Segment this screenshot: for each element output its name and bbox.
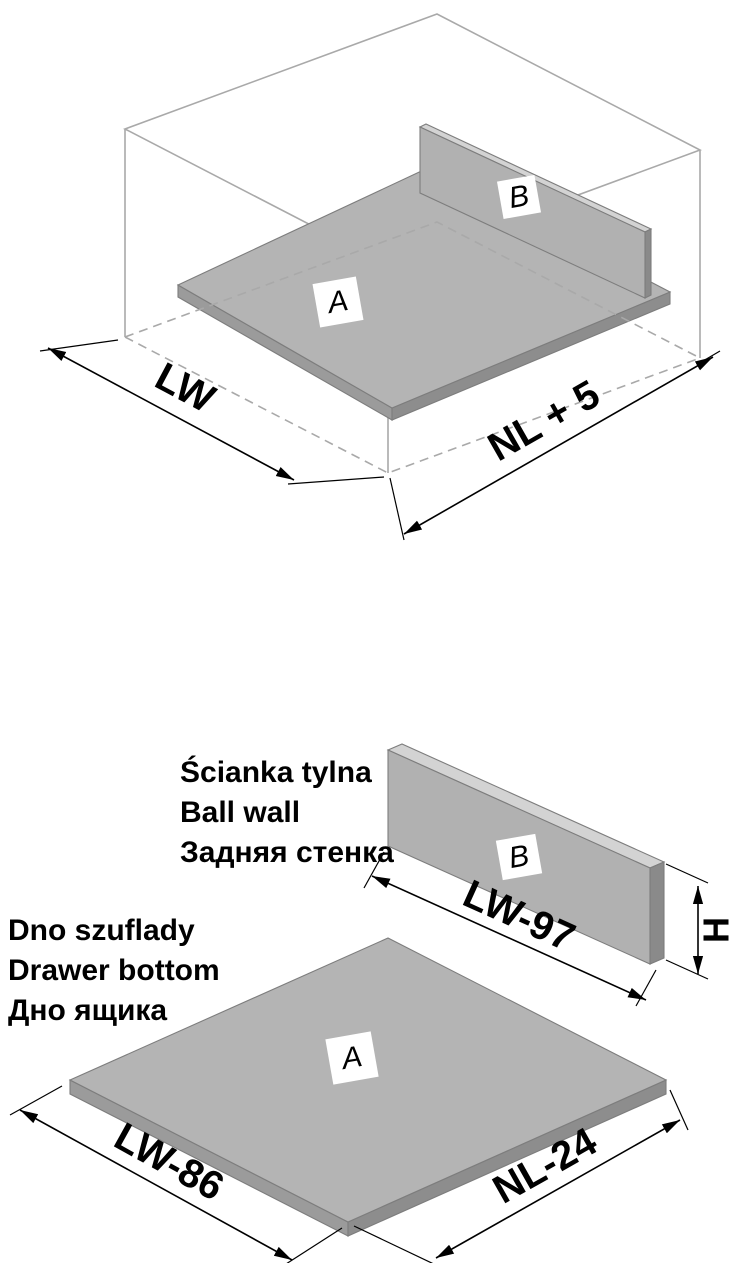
lw86-extension-right xyxy=(286,1227,343,1263)
h-extension-bottom xyxy=(665,959,709,980)
lw-extension-right xyxy=(287,476,385,485)
nl24-extension-right xyxy=(669,1089,689,1131)
cabinet-outline xyxy=(123,13,702,473)
part-b-parts-tag-box xyxy=(495,833,543,881)
back-wall-caption-pl: Ścianka tylna xyxy=(180,755,372,789)
parts-view: Ścianka tylna Ball wall Задняя стенка Dn… xyxy=(8,743,737,1263)
back-wall-caption-en: Ball wall xyxy=(180,796,300,829)
drawer-bottom-caption-pl: Dno szuflady xyxy=(8,914,195,947)
part-a-tag: A xyxy=(312,276,364,328)
part-a-parts-tag: A xyxy=(325,1031,379,1085)
part-b-right-edge xyxy=(649,861,665,965)
lw-dimension-line xyxy=(47,347,295,481)
back-wall-caption-ru: Задняя стенка xyxy=(180,836,394,869)
nl5-dimension-label: NL + 5 xyxy=(481,372,607,470)
part-a-tag-box xyxy=(312,276,364,328)
drawer-bottom-top-face xyxy=(176,166,672,409)
part-b-tag-box xyxy=(496,174,542,220)
nl5-extension-right xyxy=(702,350,721,362)
assembly-view: A B LW NL + 5 xyxy=(39,13,721,541)
drawer-bottom-caption-ru: Дно ящика xyxy=(8,994,167,1027)
nl24-dimension-line xyxy=(435,1119,681,1259)
nl5-extension-left xyxy=(389,477,405,541)
h-dimension-label: H xyxy=(696,917,737,943)
nl24-extension-left xyxy=(353,1225,434,1263)
h-extension-top xyxy=(665,863,709,884)
lw97-extension-left xyxy=(363,851,385,889)
lw86-extension-left xyxy=(9,1085,63,1116)
part-b-parts-tag: B xyxy=(495,833,543,881)
nl5-dimension-line xyxy=(403,356,714,535)
lw86-dimension-line xyxy=(19,1109,293,1261)
part-b-tag: B xyxy=(496,174,542,220)
lw97-extension-right xyxy=(635,969,657,1007)
part-a-parts-tag-box xyxy=(325,1031,379,1085)
drawer-bottom-caption-en: Drawer bottom xyxy=(8,954,220,987)
back-wall-right-edge xyxy=(644,228,652,299)
lw97-dimension-line xyxy=(371,875,647,1001)
lw-dimension-label: LW xyxy=(148,354,222,421)
